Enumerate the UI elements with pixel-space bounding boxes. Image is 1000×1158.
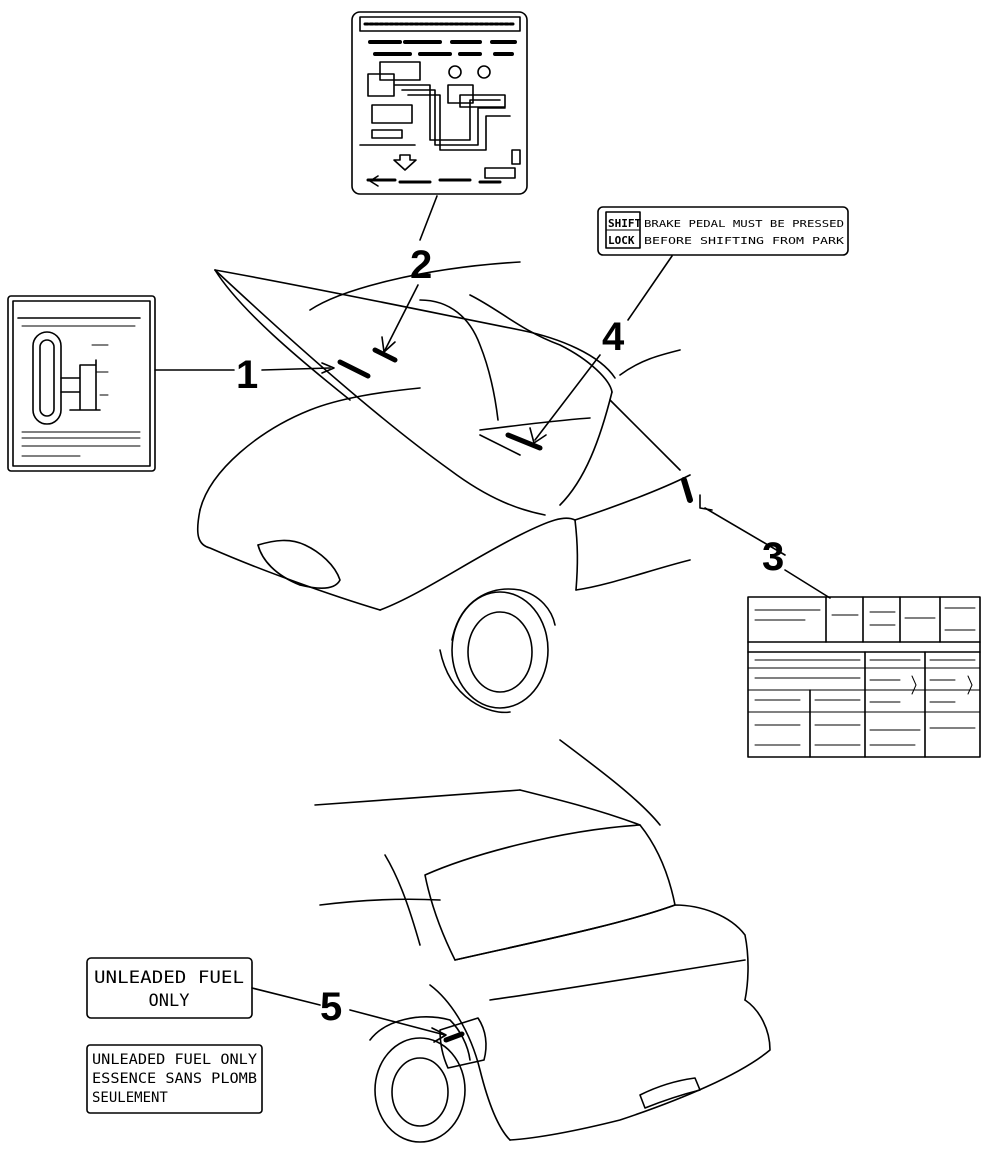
fuel-label-2-line1: UNLEADED FUEL ONLY [92, 1052, 258, 1068]
leader-line-3 [704, 507, 786, 556]
front-car-illustration [196, 261, 693, 714]
leader-line-4 [627, 255, 673, 321]
callout-number-3: 3 [762, 535, 784, 579]
leader-line-2 [419, 195, 438, 241]
leader-line-5b [349, 1009, 446, 1036]
leader-line-5 [251, 987, 321, 1006]
callout-number-1: 1 [236, 353, 258, 397]
label-marker-3 [681, 477, 693, 503]
shift-lock-box-line2: LOCK [608, 234, 635, 247]
rear-car-illustration [314, 739, 771, 1143]
label-4-shift-lock [597, 206, 849, 256]
label-marker-4 [505, 432, 543, 451]
label-2-placard [351, 11, 528, 195]
leader-line-2b [384, 284, 419, 351]
fuel-label-2-line2: ESSENCE SANS PLOMB [92, 1071, 257, 1087]
fuel-label-1-line2: ONLY [149, 991, 190, 1011]
callout-number-5: 5 [320, 985, 342, 1029]
fuel-label-2-box [86, 1044, 263, 1114]
leader-line-3b [784, 569, 831, 599]
callout-number-2: 2 [410, 243, 432, 287]
label-marker-2 [372, 347, 398, 363]
shift-lock-text-line2: BEFORE SHIFTING FROM PARK [644, 236, 844, 247]
leader-line-1b [261, 367, 331, 371]
fuel-label-1-line1: UNLEADED FUEL [94, 968, 244, 988]
fuel-label-2-line3: SEULEMENT [92, 1090, 168, 1106]
label-marker-5 [443, 1031, 465, 1043]
label-3-info-table [747, 596, 981, 758]
leader-line-4b [534, 354, 601, 441]
label-marker-1 [337, 359, 371, 379]
label-1-placard [7, 295, 156, 472]
callout-number-4: 4 [602, 315, 625, 359]
shift-lock-box-line1: SHIFT [608, 217, 641, 230]
shift-lock-text-line1: BRAKE PEDAL MUST BE PRESSED [644, 219, 844, 230]
